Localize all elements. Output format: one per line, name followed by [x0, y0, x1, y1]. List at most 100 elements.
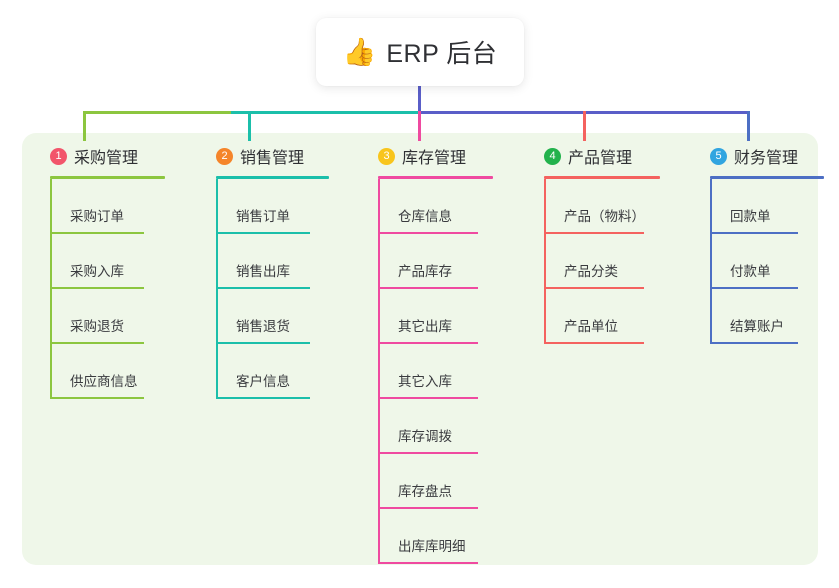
diagram-panel — [22, 133, 818, 565]
menu-item-label: 出库库明细 — [398, 539, 466, 554]
menu-item[interactable]: 产品（物料） — [544, 179, 688, 234]
menu-item-label: 其它入库 — [398, 374, 452, 389]
category-header-1[interactable]: 1 采购管理 — [34, 143, 184, 169]
menu-item-label: 回款单 — [730, 209, 771, 224]
category-underline-4 — [544, 176, 660, 179]
menu-item-underline — [216, 397, 310, 399]
menu-item-label: 销售订单 — [236, 209, 290, 224]
category-badge-5: 5 — [710, 147, 727, 165]
menu-item[interactable]: 其它入库 — [378, 344, 512, 399]
menu-item-label: 产品单位 — [564, 319, 618, 334]
menu-item[interactable]: 客户信息 — [216, 344, 350, 399]
menu-item-underline — [378, 452, 478, 454]
category-items-5: 回款单付款单结算账户 — [694, 179, 839, 344]
connector-drop-5 — [747, 111, 750, 141]
menu-item-label: 产品库存 — [398, 264, 452, 279]
menu-item[interactable]: 产品分类 — [544, 234, 688, 289]
menu-item-label: 库存盘点 — [398, 484, 452, 499]
menu-item-underline — [544, 232, 644, 234]
category-badge-2: 2 — [216, 147, 233, 165]
menu-item-label: 付款单 — [730, 264, 771, 279]
menu-item-underline — [378, 397, 478, 399]
category-column-2: 2 销售管理销售订单销售出库销售退货客户信息 — [200, 143, 350, 399]
menu-item-underline — [378, 507, 478, 509]
menu-item-underline — [216, 232, 310, 234]
category-items-1: 采购订单采购入库采购退货供应商信息 — [34, 179, 184, 399]
menu-item-label: 供应商信息 — [70, 374, 138, 389]
menu-item-underline — [378, 562, 478, 564]
menu-item-underline — [50, 287, 144, 289]
menu-item-underline — [544, 287, 644, 289]
category-column-4: 4 产品管理产品（物料） 产品分类产品单位 — [528, 143, 688, 344]
menu-item[interactable]: 销售出库 — [216, 234, 350, 289]
category-underline-3 — [378, 176, 493, 179]
menu-item-label: 库存调拨 — [398, 429, 452, 444]
category-title-1: 采购管理 — [74, 150, 139, 167]
menu-item[interactable]: 产品库存 — [378, 234, 512, 289]
menu-item[interactable]: 结算账户 — [710, 289, 839, 344]
menu-item-underline — [378, 342, 478, 344]
menu-item-label: 销售退货 — [236, 319, 290, 334]
category-title-2: 销售管理 — [240, 150, 305, 167]
menu-item-underline — [710, 342, 798, 344]
menu-item-label: 产品（物料） — [564, 209, 645, 224]
category-header-4[interactable]: 4 产品管理 — [528, 143, 688, 169]
menu-item-underline — [710, 287, 798, 289]
menu-item-underline — [50, 397, 144, 399]
menu-item-label: 仓库信息 — [398, 209, 452, 224]
menu-item[interactable]: 采购退货 — [50, 289, 184, 344]
menu-item-underline — [710, 232, 798, 234]
menu-item[interactable]: 销售退货 — [216, 289, 350, 344]
category-underline-5 — [710, 176, 824, 179]
menu-item[interactable]: 库存调拨 — [378, 399, 512, 454]
menu-item[interactable]: 产品单位 — [544, 289, 688, 344]
menu-item[interactable]: 仓库信息 — [378, 179, 512, 234]
menu-item[interactable]: 回款单 — [710, 179, 839, 234]
category-title-4: 产品管理 — [568, 150, 633, 167]
root-node-card[interactable]: 👍 ERP 后台 — [316, 18, 524, 86]
menu-item[interactable]: 供应商信息 — [50, 344, 184, 399]
menu-item-label: 其它出库 — [398, 319, 452, 334]
menu-item-label: 产品分类 — [564, 264, 618, 279]
connector-bus-segment-2 — [231, 111, 418, 114]
category-badge-3: 3 — [378, 147, 395, 165]
menu-item[interactable]: 采购入库 — [50, 234, 184, 289]
menu-item-label: 客户信息 — [236, 374, 290, 389]
menu-item-label: 采购入库 — [70, 264, 124, 279]
category-items-2: 销售订单销售出库销售退货客户信息 — [200, 179, 350, 399]
menu-item-label: 采购退货 — [70, 319, 124, 334]
category-underline-2 — [216, 176, 329, 179]
category-header-2[interactable]: 2 销售管理 — [200, 143, 350, 169]
connector-drop-4 — [583, 111, 586, 141]
root-node-content: 👍 ERP 后台 — [343, 34, 498, 70]
menu-item[interactable]: 采购订单 — [50, 179, 184, 234]
menu-item-underline — [216, 342, 310, 344]
category-items-4: 产品（物料） 产品分类产品单位 — [528, 179, 688, 344]
menu-item[interactable]: 其它出库 — [378, 289, 512, 344]
category-header-3[interactable]: 3 库存管理 — [362, 143, 512, 169]
menu-item-label: 采购订单 — [70, 209, 124, 224]
menu-item-underline — [50, 342, 144, 344]
menu-item[interactable]: 出库库明细 — [378, 509, 512, 564]
menu-item[interactable]: 销售订单 — [216, 179, 350, 234]
menu-item[interactable]: 付款单 — [710, 234, 839, 289]
category-header-5[interactable]: 5 财务管理 — [694, 143, 839, 169]
category-title-5: 财务管理 — [734, 150, 799, 167]
menu-item-underline — [544, 342, 644, 344]
connector-trunk — [418, 86, 421, 113]
thumbs-up-icon: 👍 — [342, 36, 377, 68]
connector-drop-1 — [83, 111, 86, 141]
category-column-1: 1 采购管理采购订单采购入库采购退货供应商信息 — [34, 143, 184, 399]
menu-item-label: 结算账户 — [730, 319, 784, 334]
connector-drop-2 — [248, 111, 251, 141]
category-badge-4: 4 — [544, 147, 561, 165]
connector-bus-segment-1 — [83, 111, 231, 114]
menu-item-underline — [378, 232, 478, 234]
menu-item[interactable]: 库存盘点 — [378, 454, 512, 509]
menu-item-underline — [216, 287, 310, 289]
menu-item-underline — [378, 287, 478, 289]
category-badge-1: 1 — [50, 147, 67, 165]
category-title-3: 库存管理 — [402, 150, 467, 167]
menu-item-label: 销售出库 — [236, 264, 290, 279]
category-column-3: 3 库存管理仓库信息产品库存其它出库其它入库库存调拨库存盘点出库库明细 — [362, 143, 512, 564]
